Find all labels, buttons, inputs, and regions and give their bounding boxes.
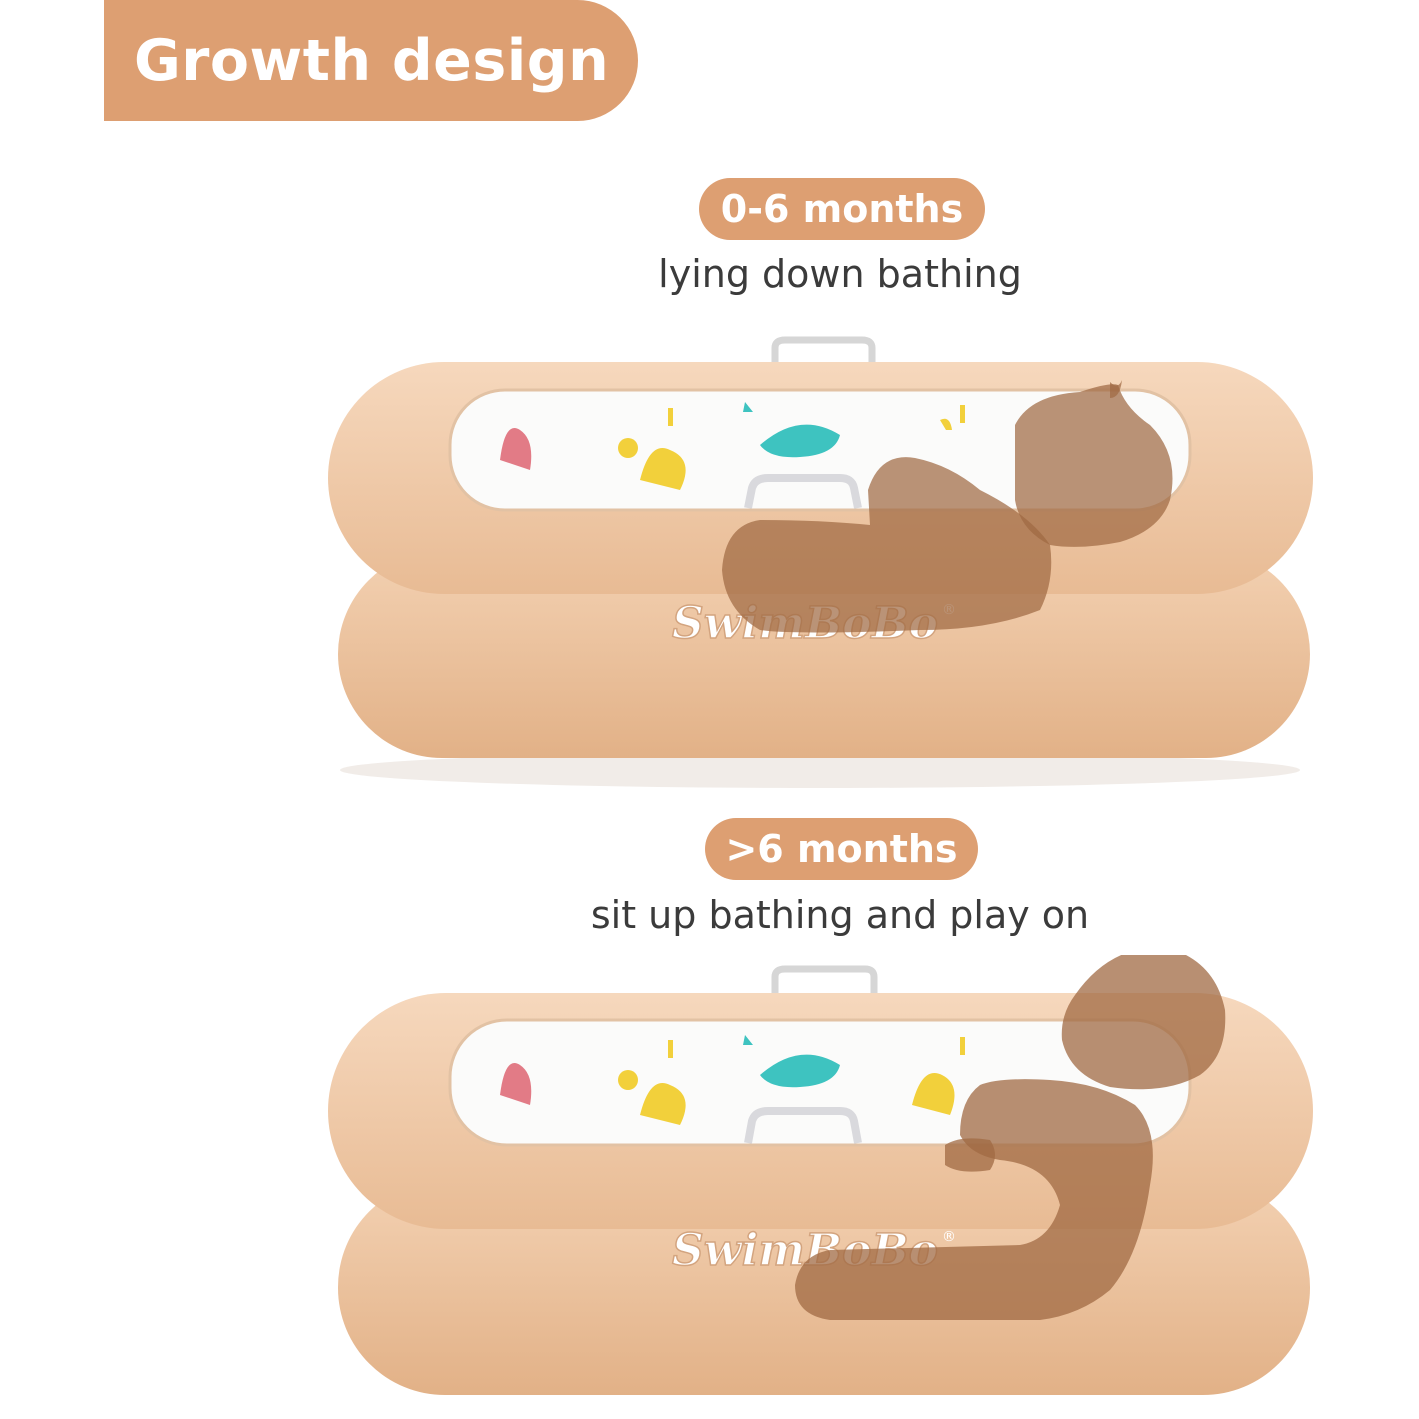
svg-text:®: ® bbox=[942, 1229, 956, 1245]
title-banner: Growth design bbox=[104, 0, 638, 121]
baby-silhouette-sitting bbox=[795, 955, 1226, 1320]
tub-handle bbox=[771, 336, 876, 372]
bathtub-illustration: SwimBoBo ® bbox=[328, 955, 1313, 1395]
bathtub-illustration: SwimBoBo ® bbox=[328, 336, 1313, 788]
tub-handle bbox=[771, 965, 878, 1000]
caption-lying-down: lying down bathing bbox=[658, 252, 1022, 296]
tub-scene-lying: SwimBoBo ® bbox=[0, 330, 1419, 800]
age-badge-0-6-months: 0-6 months bbox=[699, 178, 985, 240]
tub-scene-sitting: SwimBoBo ® bbox=[0, 955, 1419, 1419]
age-badge-over-6-months: >6 months bbox=[705, 818, 978, 880]
caption-sit-up: sit up bathing and play on bbox=[590, 893, 1090, 937]
baby-silhouette-lying bbox=[722, 380, 1173, 633]
page-title: Growth design bbox=[134, 27, 610, 94]
